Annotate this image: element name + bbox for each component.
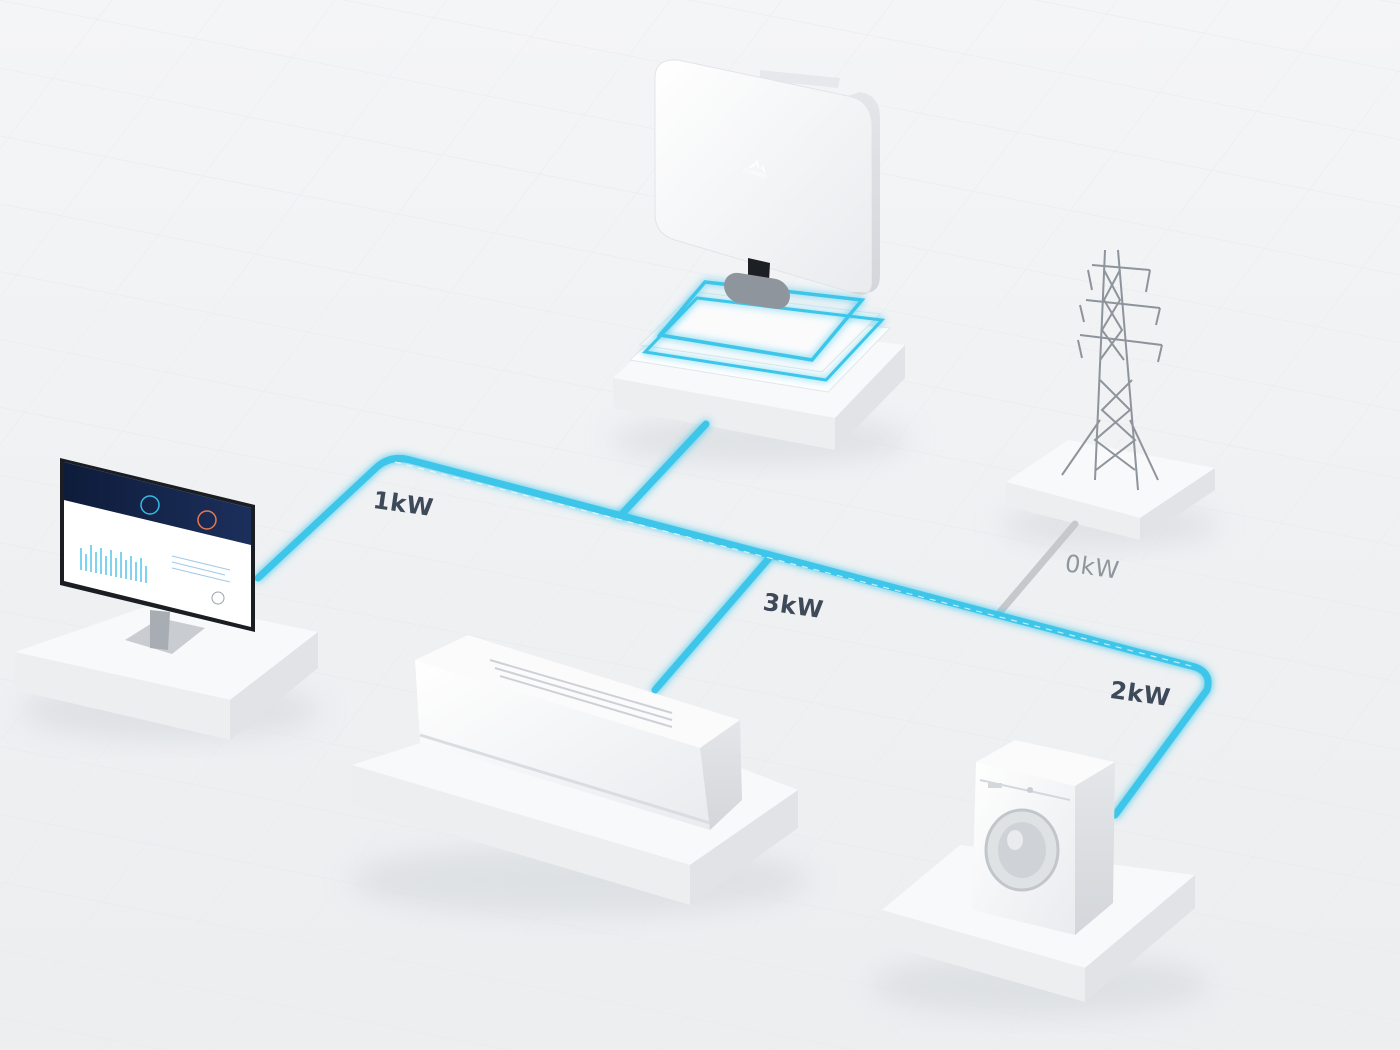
- link-air-conditioner: [651, 553, 774, 694]
- inverter-device: HUAWEI: [654, 59, 880, 309]
- link-inverter: [616, 420, 710, 520]
- power-grid-tower: [1061, 249, 1163, 491]
- platform-grid: [1000, 440, 1220, 547]
- platform-inverter: [610, 280, 910, 465]
- platform-washing-machine: [870, 845, 1210, 1015]
- active-links: [254, 420, 1212, 819]
- inverter-logo-badge: [724, 272, 790, 309]
- monitor-device: [60, 458, 255, 654]
- monitor-chart-bars: [80, 545, 147, 583]
- link-monitor: [254, 455, 1212, 819]
- grid-link: [996, 520, 1079, 616]
- air-conditioner-device: [415, 635, 742, 830]
- washing-machine-device: [972, 740, 1115, 935]
